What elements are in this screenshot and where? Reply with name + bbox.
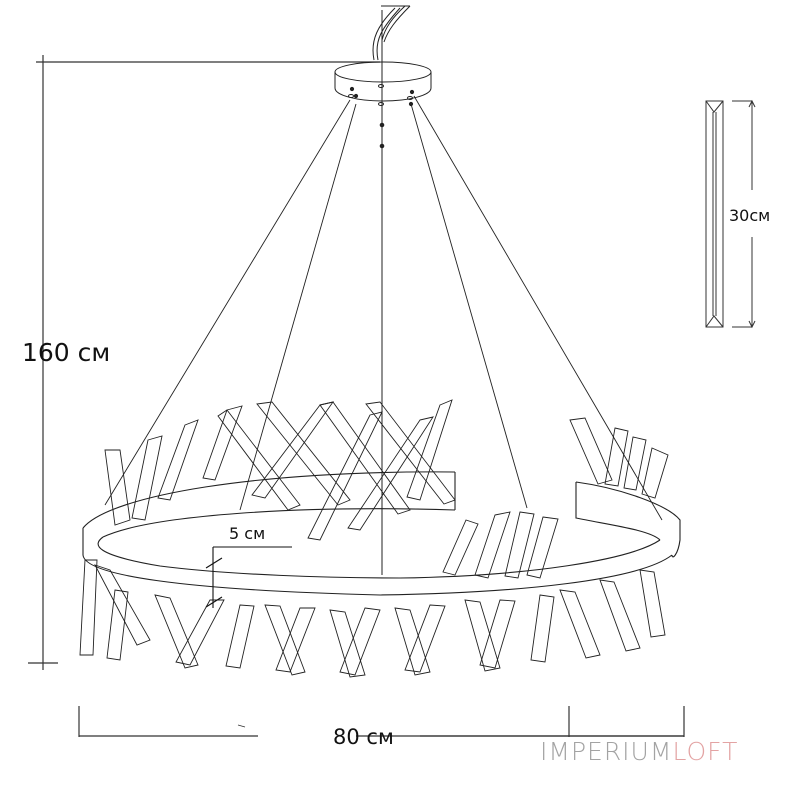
power-cable — [372, 5, 411, 61]
brand-logo-loft: LOFT — [672, 737, 739, 766]
height-label: 160 см — [22, 338, 111, 367]
band-width-label: 5 см — [229, 524, 266, 543]
suspension-cables — [104, 95, 663, 521]
crystal-prisms — [79, 399, 669, 678]
brand-logo: IMPERIUMLOFT — [540, 737, 738, 766]
crystal-detail — [705, 99, 756, 329]
height-dimension-line — [28, 55, 380, 670]
width-label: 80 см — [333, 725, 394, 749]
ceiling-canopy — [334, 61, 432, 149]
band-dimension-marker — [205, 546, 292, 608]
brand-logo-imperium: IMPERIUM — [540, 737, 673, 766]
crystal-length-label: 30см — [729, 206, 771, 226]
